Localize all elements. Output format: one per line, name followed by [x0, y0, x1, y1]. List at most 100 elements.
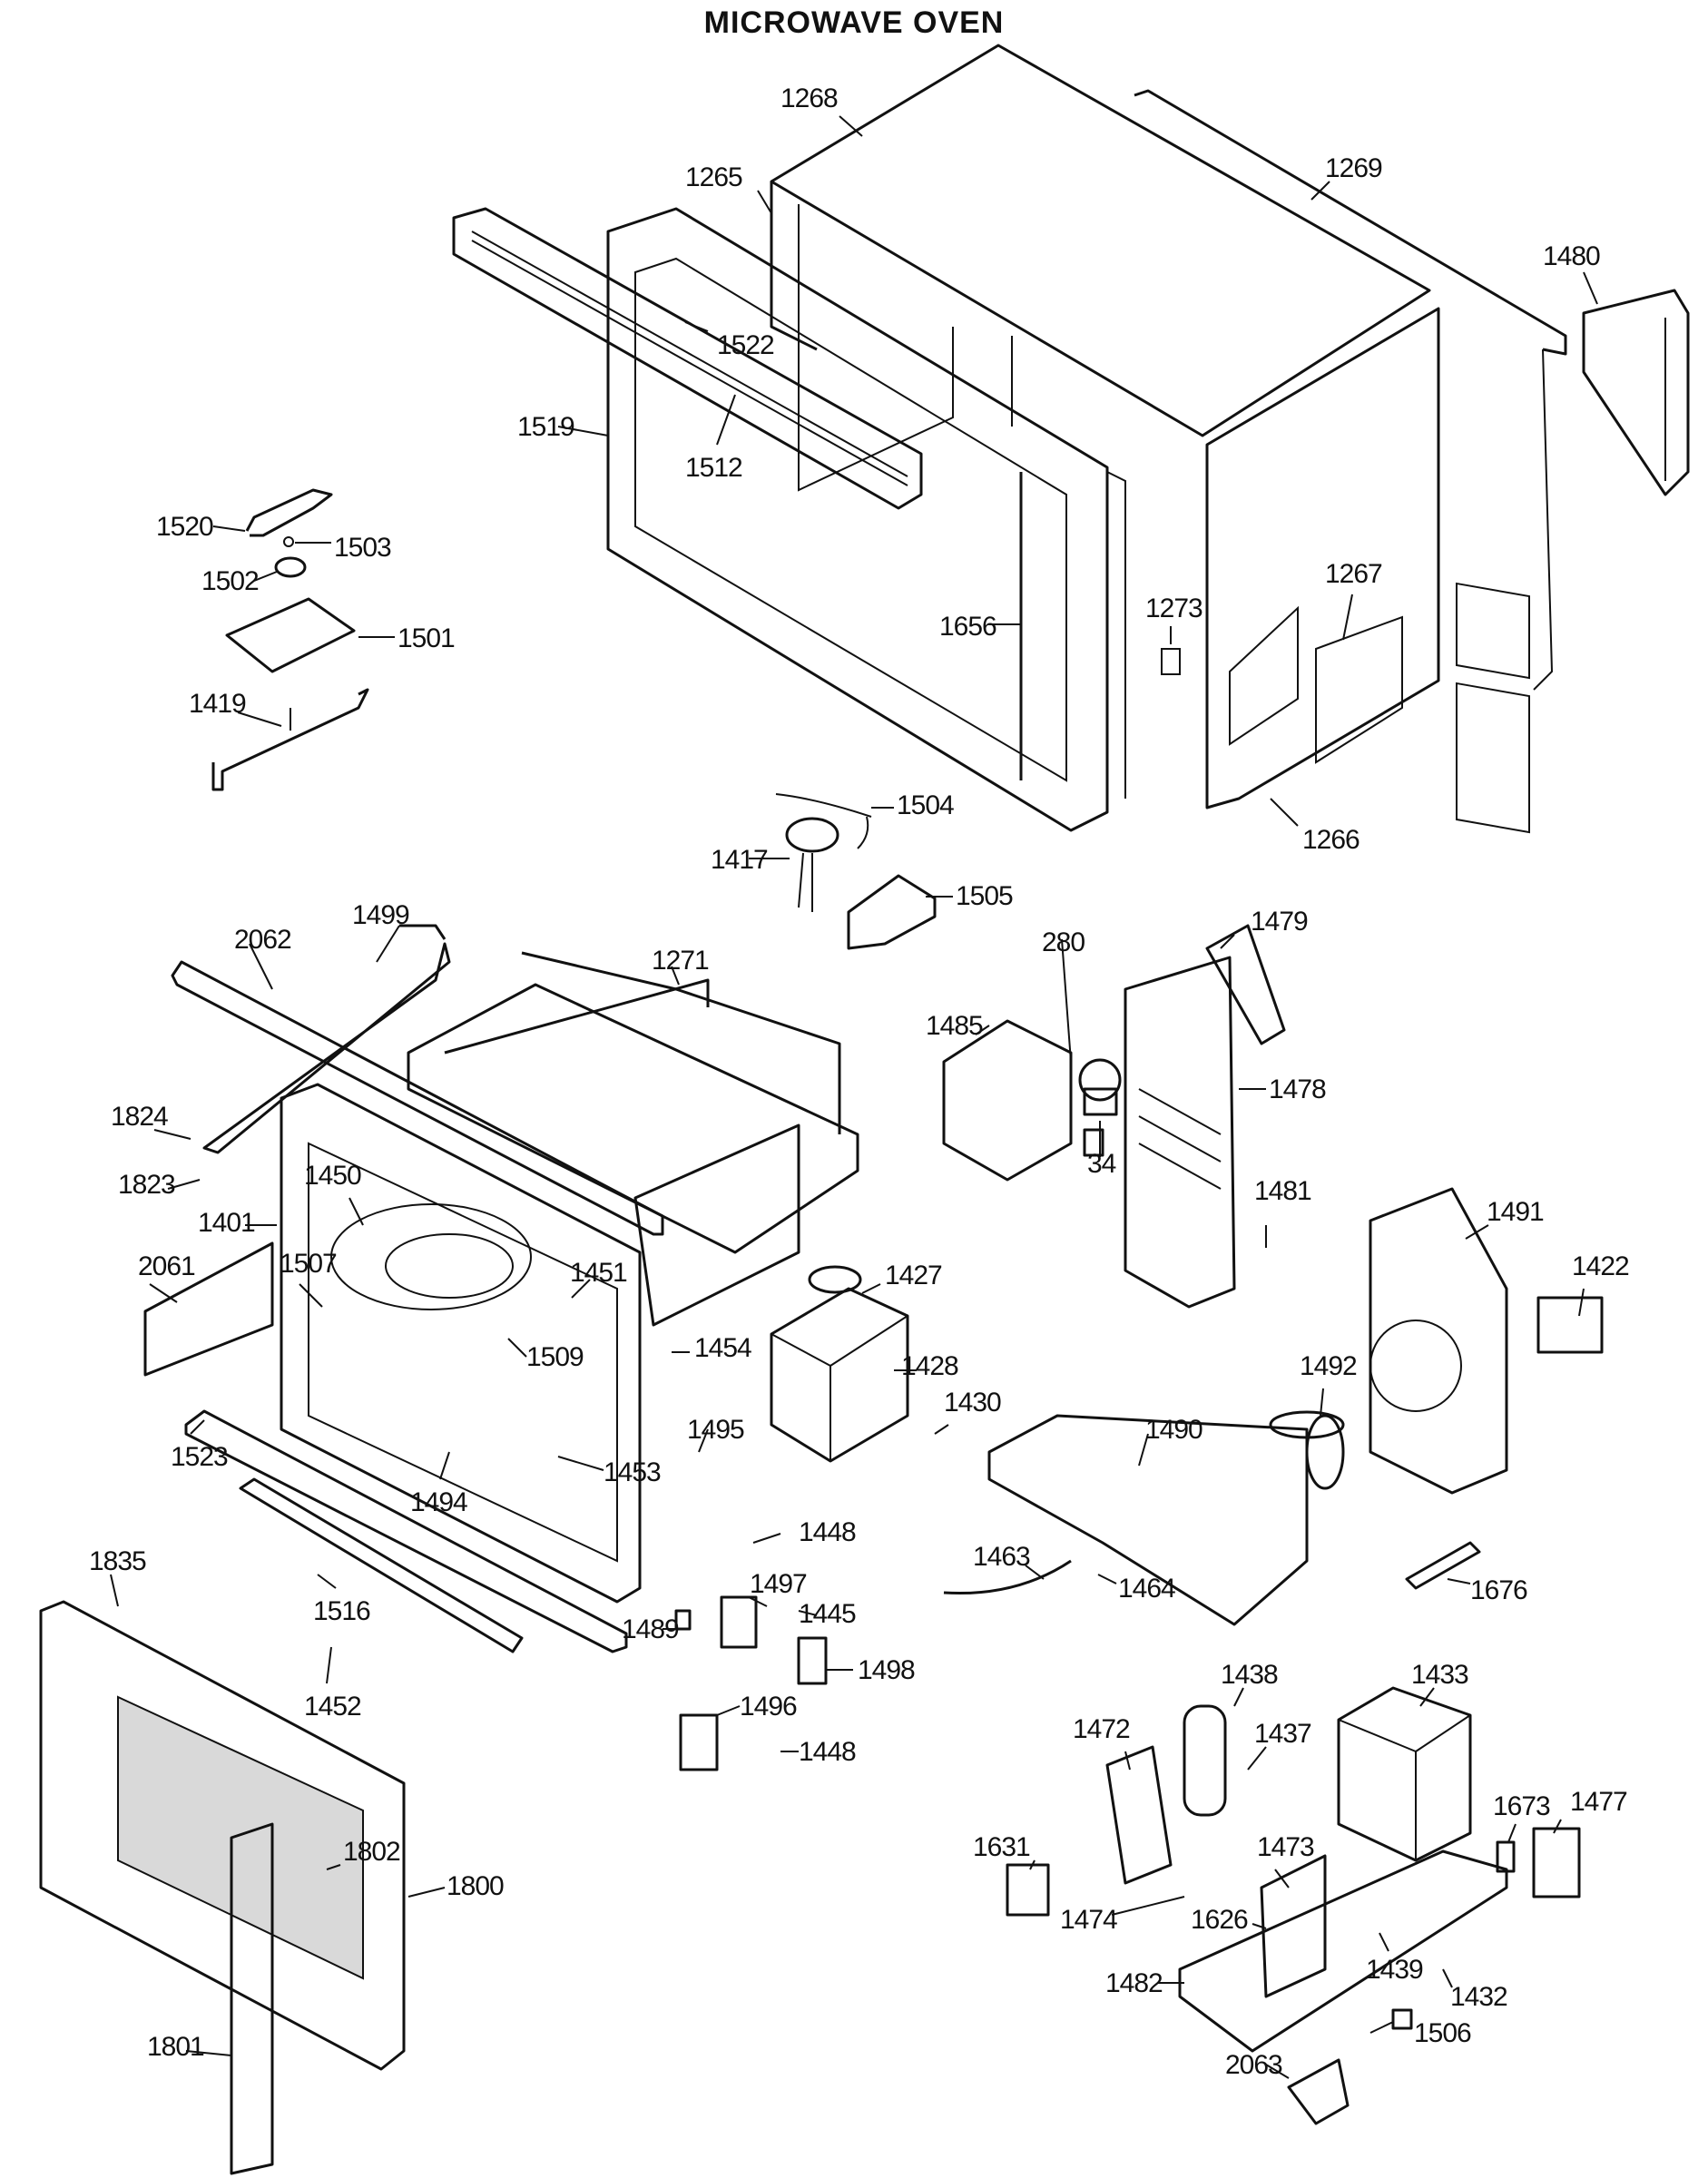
switch-lower: [797, 1636, 828, 1685]
fuse-holder: [1496, 1840, 1516, 1873]
part-label: 1507: [280, 1249, 337, 1279]
part-label: 1835: [89, 1546, 146, 1576]
part-label: 1422: [1572, 1251, 1629, 1281]
part-label: 1464: [1118, 1574, 1175, 1604]
small-bracket: [1405, 1541, 1481, 1590]
panel-plate: [1205, 924, 1286, 1045]
switch-upper: [720, 1595, 758, 1649]
side-shield: [143, 1241, 274, 1377]
part-label: 1473: [1257, 1832, 1314, 1862]
part-label: 1451: [570, 1258, 627, 1288]
part-label: 1802: [343, 1837, 400, 1867]
capacitor-bracket: [1105, 1745, 1173, 1885]
part-label: 1485: [926, 1011, 983, 1041]
panel-clip: [1161, 648, 1181, 675]
part-labels: 1268 1269 1265 1480 1522 1519 1512 1520 …: [89, 83, 1630, 2080]
top-rails: [171, 924, 664, 1236]
part-label: 1824: [111, 1102, 168, 1132]
oven-cavity: [407, 951, 859, 1327]
part-label: 1673: [1493, 1791, 1550, 1821]
part-label: 1505: [956, 881, 1013, 911]
lamp-socket: [1083, 1087, 1118, 1116]
part-label: 1268: [780, 83, 838, 113]
side-panel: [1205, 307, 1440, 809]
part-label: 2061: [138, 1251, 195, 1281]
part-label: 1491: [1487, 1197, 1544, 1227]
part-label: 1506: [1414, 2018, 1471, 2048]
part-label: 1401: [198, 1208, 255, 1238]
fan-motor: [1536, 1296, 1604, 1354]
control-side-panel: [1124, 956, 1236, 1309]
leader-lines: [110, 115, 1598, 2079]
part-label: 1496: [740, 1692, 797, 1722]
diagram-title: MICROWAVE OVEN: [703, 5, 1005, 40]
part-label: 1453: [604, 1457, 661, 1487]
part-label: 1271: [652, 946, 709, 976]
base-bracket: [1287, 2058, 1350, 2125]
part-label: 1439: [1366, 1955, 1423, 1985]
part-label: 1450: [304, 1161, 361, 1191]
part-label: 1522: [717, 330, 774, 360]
part-label: 1823: [118, 1170, 175, 1200]
part-label: 2062: [234, 925, 291, 955]
part-label: 280: [1042, 927, 1085, 957]
part-label: 1265: [685, 162, 742, 192]
part-label: 1800: [447, 1871, 504, 1901]
part-label: 1474: [1060, 1905, 1117, 1935]
part-label: 1417: [711, 845, 768, 875]
part-label: 1445: [799, 1599, 856, 1629]
front-plate: [280, 1083, 642, 1604]
part-label: 1452: [304, 1692, 361, 1722]
part-label: 1472: [1073, 1714, 1130, 1744]
part-label: 1492: [1300, 1351, 1357, 1381]
part-label: 1498: [858, 1655, 915, 1685]
part-label: 34: [1087, 1149, 1116, 1179]
part-label: 1428: [901, 1351, 958, 1381]
door-assembly: [39, 1600, 406, 2175]
outer-case-top: [770, 44, 1431, 492]
part-label: 1448: [799, 1737, 856, 1767]
vent-grille: [452, 207, 923, 510]
part-label: 1494: [410, 1487, 467, 1517]
rear-panel-strip: [1134, 89, 1567, 834]
small-clip: [1391, 2008, 1413, 2030]
lamp-holder: [1083, 1128, 1104, 1157]
base-plate: [1178, 1849, 1508, 2053]
part-label: 1427: [885, 1261, 942, 1290]
part-label: 1512: [685, 453, 742, 483]
part-label: 1266: [1302, 825, 1360, 855]
part-label: 1501: [398, 623, 455, 653]
magnetron: [770, 1265, 909, 1463]
part-label: 1519: [517, 412, 574, 442]
part-label: 1479: [1251, 907, 1308, 937]
part-label: 1504: [897, 790, 954, 820]
relay: [1006, 1863, 1050, 1917]
part-label: 2063: [1225, 2050, 1282, 2080]
part-label: 1437: [1254, 1719, 1311, 1749]
part-label: 1503: [334, 533, 391, 563]
part-label: 1801: [147, 2032, 204, 2062]
part-label: 1269: [1325, 153, 1382, 183]
switch-cover: [674, 1609, 692, 1631]
terminal-block: [1532, 1827, 1581, 1898]
lamp-bulb: [1078, 1058, 1122, 1102]
part-label: 1499: [352, 900, 409, 930]
hv-capacitor: [1183, 1704, 1227, 1817]
part-label: 1490: [1145, 1415, 1202, 1445]
part-label: 1520: [156, 512, 213, 542]
part-label: 1509: [526, 1342, 584, 1372]
part-label: 1656: [939, 612, 996, 642]
part-label: 1438: [1221, 1660, 1278, 1690]
part-label: 1448: [799, 1517, 856, 1547]
waveguide-cover: [942, 1019, 1073, 1182]
part-label: 1495: [687, 1415, 744, 1445]
pc-board: [1260, 1854, 1327, 1998]
air-duct: [987, 1414, 1309, 1626]
part-label: 1523: [171, 1442, 228, 1472]
part-label: 1477: [1570, 1787, 1627, 1817]
mount-parts-stack: [211, 488, 369, 791]
transformer: [1337, 1686, 1472, 1862]
part-label: 1454: [694, 1333, 751, 1363]
rear-bracket: [1582, 289, 1690, 496]
